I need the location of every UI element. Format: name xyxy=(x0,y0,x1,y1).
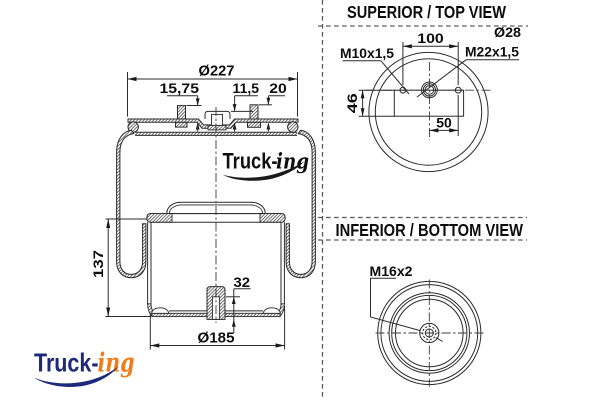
brand-logo-word: Truck- xyxy=(34,348,99,378)
stud-thread-label: M10x1,5 xyxy=(340,45,394,61)
bottom-view: M16x2 xyxy=(370,263,485,387)
boss-thread-label: M16x2 xyxy=(370,263,413,279)
watermark-logo-swoosh xyxy=(222,161,305,181)
bellow-top-band xyxy=(135,131,297,136)
dim-port-offset-label: 50 xyxy=(436,114,452,130)
top-view-right-stud-hole xyxy=(454,86,462,94)
dim-stud-spacing-label: 100 xyxy=(417,30,444,46)
top-view-inner-circle xyxy=(374,58,483,166)
dim-boss-depth: 32 xyxy=(226,274,251,333)
bellow-watermark-logo: Truck- ing xyxy=(222,149,309,181)
port-thread-label: M22x1,5 xyxy=(465,44,519,60)
plate-right-bead xyxy=(287,121,299,133)
dim-left-stud: 15,75 xyxy=(160,80,202,132)
top-view-outer-circle xyxy=(368,51,489,173)
brand-logo-swoosh xyxy=(34,365,119,387)
brand-logo: Truck- ing xyxy=(34,348,135,387)
top-view: M10x1,5 Ø28 M22x1,5 100 xyxy=(340,24,521,173)
dim-top-diameter: Ø227 xyxy=(127,64,298,117)
bellow-left-wall xyxy=(116,129,147,279)
bottom-view-boss xyxy=(419,322,443,344)
watermark-logo-word: Truck- xyxy=(223,149,278,174)
dim-plate-band-width-label: 46 xyxy=(344,93,360,113)
dim-air-port-label: 11,5 xyxy=(233,80,260,96)
dim-top-diameter-label: Ø227 xyxy=(199,64,235,80)
dim-port-offset: 50 xyxy=(429,95,459,136)
dim-air-port: 11,5 xyxy=(231,80,259,132)
dim-stud-spacing: 100 xyxy=(402,30,459,85)
top-view-dimensions: 100 46 50 xyxy=(344,30,459,136)
bottom-view-title: INFERIOR / BOTTOM VIEW xyxy=(336,220,524,240)
dim-boss-depth-label: 32 xyxy=(234,274,251,290)
port-diameter-label: Ø28 xyxy=(494,24,521,40)
bellow-right-wall xyxy=(285,129,316,279)
dim-left-stud-label: 15,75 xyxy=(160,80,200,96)
top-view-air-port xyxy=(421,81,438,99)
dim-right-stud: 20 xyxy=(259,80,287,132)
top-view-title: SUPERIOR / TOP VIEW xyxy=(347,2,506,22)
front-view: Truck- ing xyxy=(34,64,316,387)
dim-right-stud-label: 20 xyxy=(269,80,287,96)
top-view-labels: M10x1,5 Ø28 M22x1,5 xyxy=(340,24,521,98)
dim-piston-diameter: Ø185 xyxy=(149,306,286,350)
front-view-dimensions: Ø227 15,75 11,5 xyxy=(90,64,298,350)
dim-piston-height: 137 xyxy=(90,218,151,317)
dim-plate-band-width: 46 xyxy=(344,89,395,117)
brand-logo-suffix: ing xyxy=(98,349,135,379)
dim-piston-height-label: 137 xyxy=(90,250,106,278)
bottom-view-label: M16x2 xyxy=(370,263,421,332)
dim-piston-diameter-label: Ø185 xyxy=(198,331,235,347)
air-port-boss xyxy=(204,110,231,131)
left-mounting-stud xyxy=(175,105,188,128)
